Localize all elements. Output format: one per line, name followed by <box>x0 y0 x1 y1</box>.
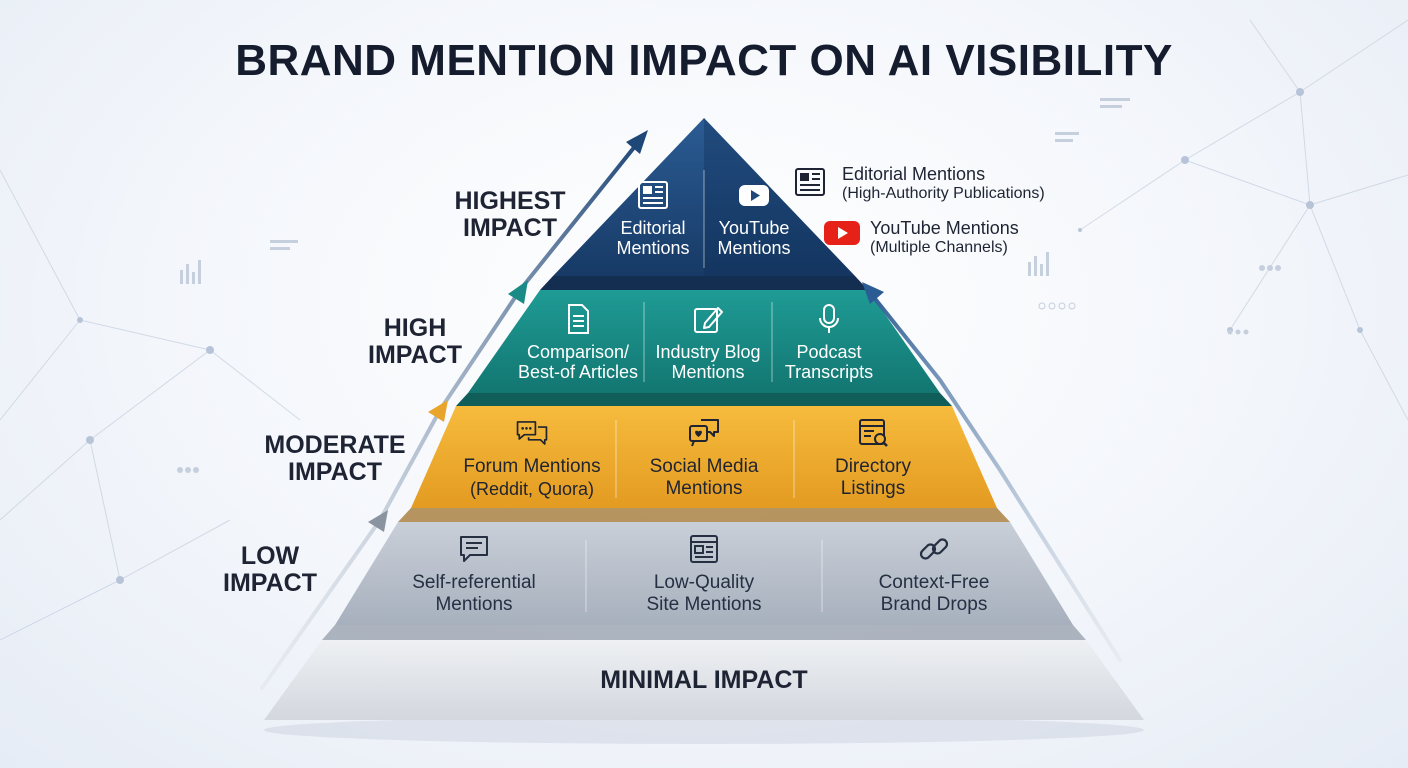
tier-minimal <box>264 640 1144 720</box>
tier-high <box>468 290 940 393</box>
cell-youtube-mentions: YouTube Mentions <box>708 178 800 258</box>
label-high-impact: HIGH IMPACT <box>352 315 478 369</box>
cell-youtube-line1: YouTube <box>718 218 790 238</box>
label-moderate-line2: IMPACT <box>288 458 382 486</box>
cell-forum-line2: (Reddit, Quora) <box>469 479 595 499</box>
cell-context-free-brand-drops: Context-Free Brand Drops <box>852 532 1016 616</box>
legend-youtube: YouTube Mentions (Multiple Channels) <box>824 218 1064 258</box>
cell-comparison-articles: Comparison/ Best-of Articles <box>512 302 644 382</box>
label-moderate-line1: MODERATE <box>264 431 406 459</box>
youtube-play-icon <box>739 185 769 206</box>
cell-podcast-transcripts: Podcast Transcripts <box>774 302 884 382</box>
cell-self-referential-mentions: Self-referential Mentions <box>390 532 558 616</box>
cell-low-quality-site-mentions: Low-Quality Site Mentions <box>620 532 788 616</box>
cell-social-media-mentions: Social Media Mentions <box>624 416 784 500</box>
label-highest-line2: IMPACT <box>463 214 557 242</box>
label-moderate-impact: MODERATE IMPACT <box>252 432 418 486</box>
legend-editorial: Editorial Mentions (High-Authority Publi… <box>794 164 1094 204</box>
cell-editorial-line1: Editorial <box>620 218 686 238</box>
label-high-line2: IMPACT <box>368 341 462 369</box>
cell-podcast-line2: Transcripts <box>784 362 874 382</box>
microphone-icon <box>819 304 839 333</box>
label-highest-impact: HIGHEST IMPACT <box>440 188 580 242</box>
legend-youtube-sub: (Multiple Channels) <box>870 239 1008 256</box>
tier-top <box>553 118 855 276</box>
cell-editorial-mentions: Editorial Mentions <box>606 178 700 258</box>
social-chat-icon <box>689 419 719 447</box>
cell-context-free-line1: Context-Free <box>878 572 990 593</box>
chat-bubbles-icon <box>516 421 548 445</box>
cell-social-line2: Mentions <box>665 478 743 499</box>
label-low-line2: IMPACT <box>223 569 317 597</box>
youtube-logo-icon <box>824 221 860 245</box>
document-icon <box>568 304 589 334</box>
label-low-impact: LOW IMPACT <box>210 543 330 597</box>
tier-low <box>335 522 1073 625</box>
cell-comparison-line2: Best-of Articles <box>517 362 639 382</box>
newspaper-icon <box>795 168 825 196</box>
directory-search-icon <box>859 419 888 447</box>
tier-moderate <box>411 406 997 508</box>
cell-low-quality-line1: Low-Quality <box>653 572 755 593</box>
cell-editorial-line2: Mentions <box>616 238 690 258</box>
cell-podcast-line1: Podcast <box>796 342 862 362</box>
cell-self-referential-line2: Mentions <box>435 594 513 615</box>
cell-directory-line1: Directory <box>834 456 911 477</box>
webpage-icon <box>690 535 718 563</box>
cell-comparison-line1: Comparison/ <box>526 342 630 362</box>
cell-forum-mentions: Forum Mentions (Reddit, Quora) <box>450 416 614 500</box>
label-low-line1: LOW <box>240 542 300 570</box>
page-title: BRAND MENTION IMPACT ON AI VISIBILITY <box>235 36 1173 85</box>
label-highest-line1: HIGHEST <box>454 187 566 215</box>
label-high-line1: HIGH <box>383 314 447 342</box>
link-icon <box>919 538 949 560</box>
cell-self-referential-line1: Self-referential <box>412 572 536 593</box>
cell-industry-blog-line1: Industry Blog <box>655 342 761 362</box>
cell-youtube-line2: Mentions <box>717 238 791 258</box>
cell-low-quality-line2: Site Mentions <box>646 594 762 615</box>
legend-youtube-label: YouTube Mentions <box>870 218 1019 238</box>
newspaper-icon <box>638 181 668 209</box>
cell-directory-listings: Directory Listings <box>800 416 946 500</box>
cell-forum-line1: Forum Mentions <box>463 456 601 477</box>
comment-icon <box>460 536 488 562</box>
cell-industry-blog-line2: Mentions <box>671 362 745 382</box>
cell-industry-blog-mentions: Industry Blog Mentions <box>646 302 770 382</box>
cell-context-free-line2: Brand Drops <box>880 594 988 615</box>
pencil-edit-icon <box>694 307 723 333</box>
legend-editorial-sub: (High-Authority Publications) <box>842 185 1045 202</box>
cell-social-line1: Social Media <box>649 456 759 477</box>
legend-editorial-label: Editorial Mentions <box>842 164 986 184</box>
label-minimal-impact: MINIMAL IMPACT <box>600 666 808 694</box>
cell-directory-line2: Listings <box>840 478 906 499</box>
